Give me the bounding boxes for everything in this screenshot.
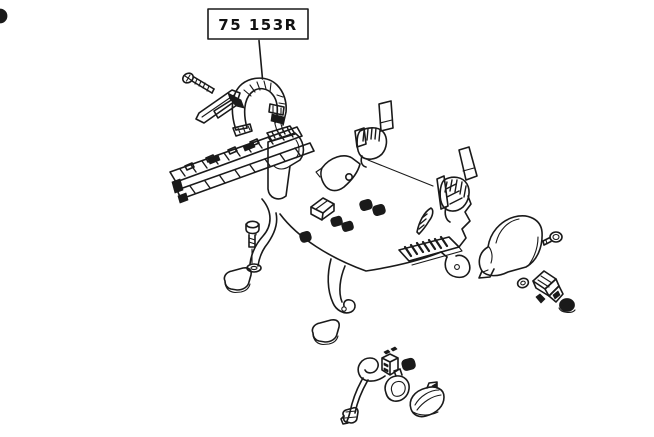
clip-box [310,197,335,221]
hinge-bracket-right [416,146,478,235]
curved-bracket [416,207,434,235]
page-bullet-dot [0,8,8,24]
cover-screw [542,231,563,246]
leader-line [258,39,264,80]
frame-front-edge [279,213,442,272]
lever-spacer [213,98,238,119]
frame-right-edge [458,195,472,248]
hinge-plate-hole [344,173,353,182]
harness-switch [381,346,399,376]
seat-slide-adjuster-assembly[interactable] [169,71,315,204]
harness-clip [401,357,416,371]
side-cover [478,215,543,279]
frame-back-edge [367,159,434,187]
washer [516,277,530,289]
adjuster-lever [195,89,245,124]
frame-left-leg [249,198,271,265]
frame-right-rail [398,235,463,266]
clip-pair-mid [330,215,354,232]
frame-clips [299,197,386,243]
seatbelt-buckle [532,270,564,304]
harness-grommet-ring [384,368,410,402]
frame-middle-leg [327,258,356,314]
pocket-bracket [266,125,305,200]
hinge-bracket-left [315,100,394,192]
frame-right-foot [440,251,471,279]
adjuster-screw [182,72,215,94]
part-label-callout[interactable]: 75 153R [207,8,309,80]
part-label-box[interactable] [207,8,309,40]
slide-rail-lower [171,142,315,204]
clip-pair-rear [359,198,386,217]
floor-pad-rear [311,319,340,346]
harness-connector [340,406,359,425]
floor-pad-front [223,267,252,294]
harness-cover [409,381,445,418]
clip-single [299,230,312,243]
recliner-arm [231,77,287,137]
nut [558,298,576,313]
part-number-text[interactable]: 75 153R [218,16,297,34]
wiring-harness [340,346,416,425]
mounting-bolt [245,220,260,264]
